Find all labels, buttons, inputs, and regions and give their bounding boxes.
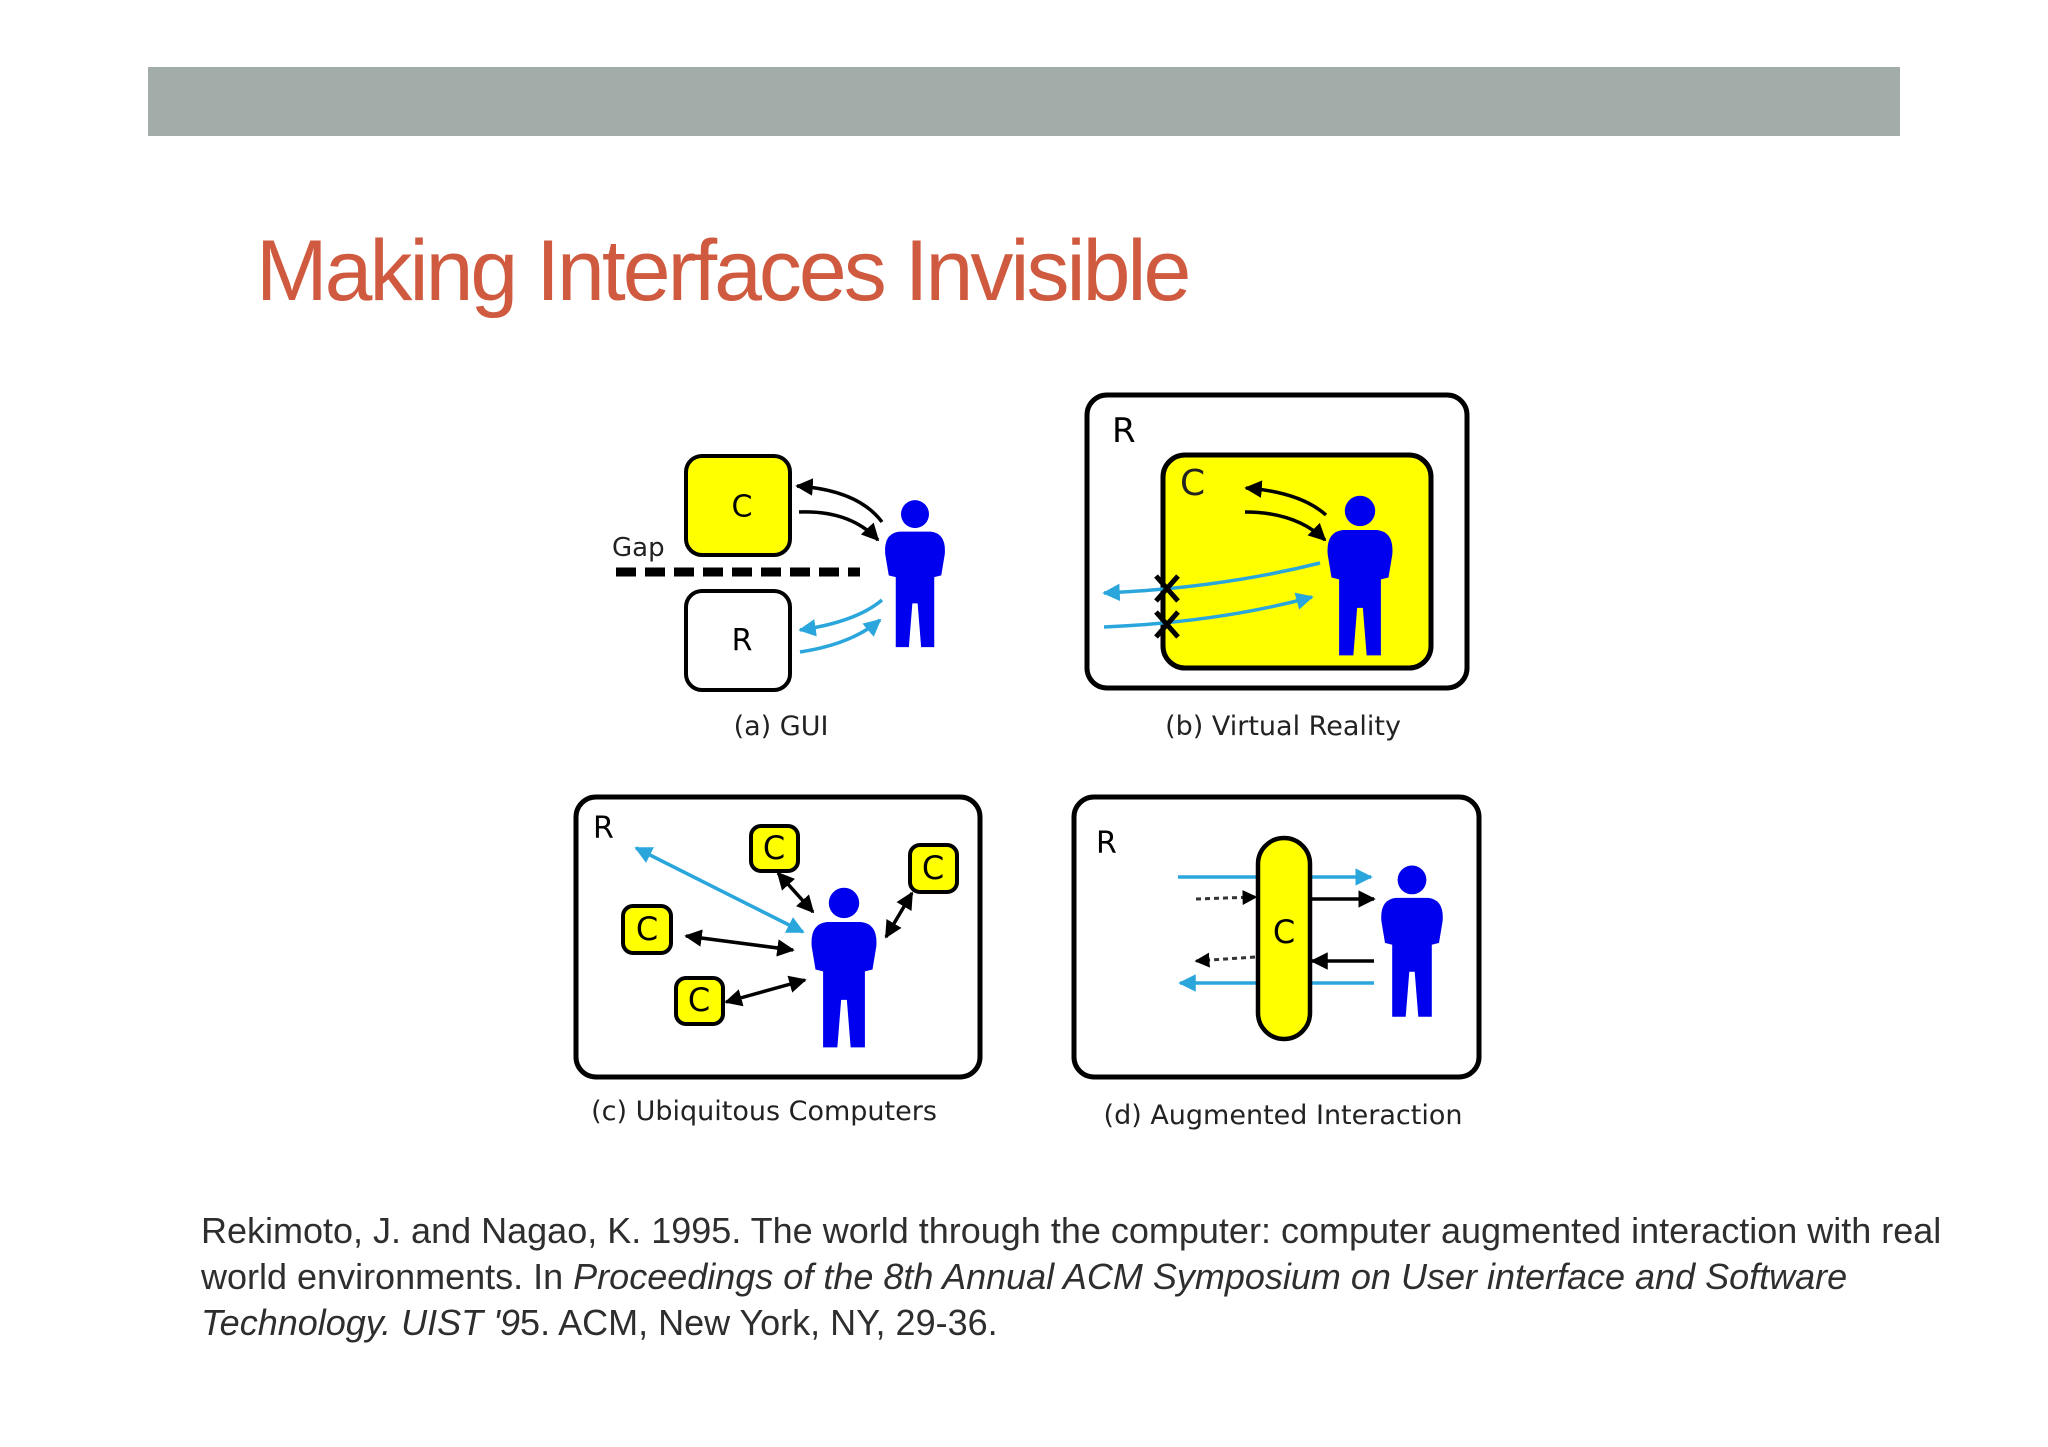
computer-arrow [684, 929, 795, 957]
real-arrow [634, 846, 805, 934]
panel-caption: (c) Ubiquitous Computers [591, 1096, 937, 1127]
svg-text:C: C [922, 849, 944, 887]
citation-details: 5. ACM, New York, NY, 29-36. [520, 1302, 998, 1343]
blocked-cross-icon [1154, 574, 1180, 639]
computer-label: C [1180, 463, 1205, 504]
panel-virtual-reality: R C (b) Virtual Reality [1084, 392, 1470, 742]
citation-authors-title: Rekimoto, J. and Nagao, K. 1995. The wor… [201, 1210, 1942, 1297]
real-label: R [1096, 826, 1117, 861]
real-label: R [732, 624, 753, 659]
computer-arrow [1244, 510, 1327, 542]
real-label: R [593, 811, 614, 846]
computer-box: C [621, 904, 673, 955]
real-label: R [1112, 411, 1136, 451]
computer-label: C [1273, 913, 1295, 951]
header-bar [148, 67, 1900, 136]
real-arrow [1103, 592, 1314, 629]
computer-box [684, 454, 792, 557]
panel-caption: (d) Augmented Interaction [1104, 1100, 1463, 1131]
faded-arrow [1195, 889, 1258, 905]
faded-arrow [1194, 952, 1256, 968]
gap-label: Gap [612, 533, 665, 563]
citation: Rekimoto, J. and Nagao, K. 1995. The wor… [201, 1208, 1961, 1346]
svg-text:C: C [763, 829, 785, 867]
computer-arrow [776, 871, 815, 914]
panel-caption: (a) GUI [734, 711, 829, 742]
panel-augmented-interaction: R C (d) Augmented Interaction [1071, 794, 1482, 1131]
computer-box: C [908, 843, 959, 894]
computer-box: C [674, 976, 725, 1026]
computer-arrow [724, 975, 807, 1007]
panel-ubiquitous-computers: R C C C C (c) Ubiquitous Computers [573, 794, 983, 1127]
computer-arrow [798, 510, 880, 542]
slide-title: Making Interfaces Invisible [256, 223, 1191, 319]
svg-text:C: C [636, 910, 658, 948]
svg-text:C: C [688, 981, 710, 1019]
citation-venue: Proceedings of the 8th Annual ACM Sympos… [201, 1256, 1848, 1343]
computer-box: C [749, 824, 800, 873]
real-arrow [799, 618, 882, 654]
computer-box [1255, 835, 1313, 1042]
computer-label: C [732, 490, 753, 525]
real-arrow [1102, 561, 1321, 602]
panel-caption: (b) Virtual Reality [1165, 711, 1401, 742]
real-arrow [798, 598, 884, 637]
computer-arrow [884, 891, 914, 939]
panel-gui: C R Gap (a) GUI [612, 454, 945, 742]
person-icon [885, 500, 945, 648]
computer-arrow [1244, 480, 1328, 517]
computer-arrow [795, 478, 884, 524]
real-box [684, 589, 792, 692]
